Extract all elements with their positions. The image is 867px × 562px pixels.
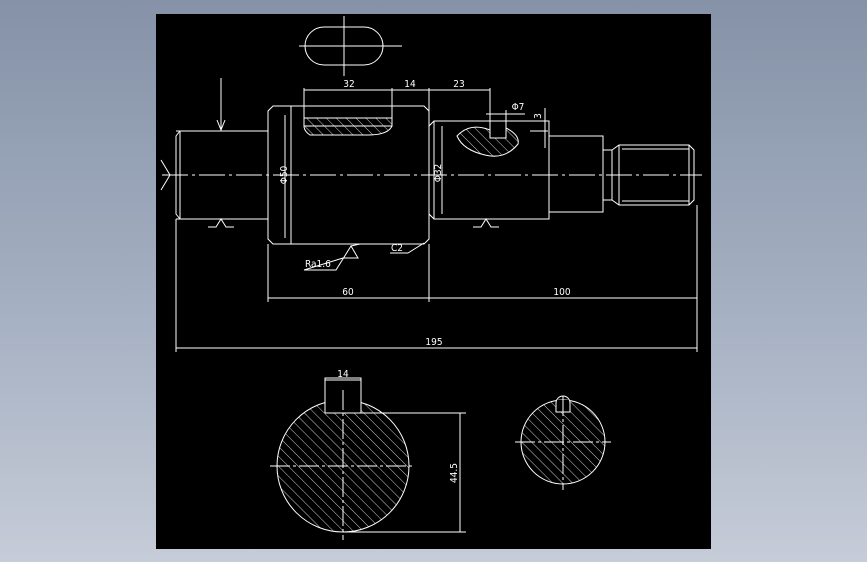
drawing-canvas	[156, 14, 711, 549]
section-view-large	[270, 377, 466, 540]
section-view-small	[515, 395, 611, 490]
dim-total-length: 195	[425, 337, 442, 348]
dim-length-60: 60	[342, 287, 354, 298]
roughness-symbol	[303, 243, 361, 271]
dim-hole-depth: 3	[533, 113, 544, 119]
annotation-chamfer: C2	[391, 243, 403, 254]
dim-diameter-large: Φ50	[279, 165, 290, 184]
dim-hole-diameter: Φ7	[512, 102, 525, 113]
shaft-outline	[162, 105, 702, 245]
datum-symbols	[160, 78, 499, 228]
dim-hole-offset: 23	[453, 79, 464, 90]
dim-section-depth: 44.5	[449, 463, 460, 483]
dimension-lines	[175, 88, 698, 352]
dim-diameter-mid: Φ32	[433, 164, 444, 183]
keyway-slot-view	[299, 16, 402, 76]
dim-keyway-offset: 14	[404, 79, 416, 90]
dim-section-key-width: 14	[337, 369, 349, 380]
annotation-roughness: Ra1.6	[305, 259, 331, 270]
chamfer-leader	[390, 242, 425, 254]
dim-keyway-length: 32	[343, 79, 354, 90]
dim-length-100: 100	[553, 287, 570, 298]
